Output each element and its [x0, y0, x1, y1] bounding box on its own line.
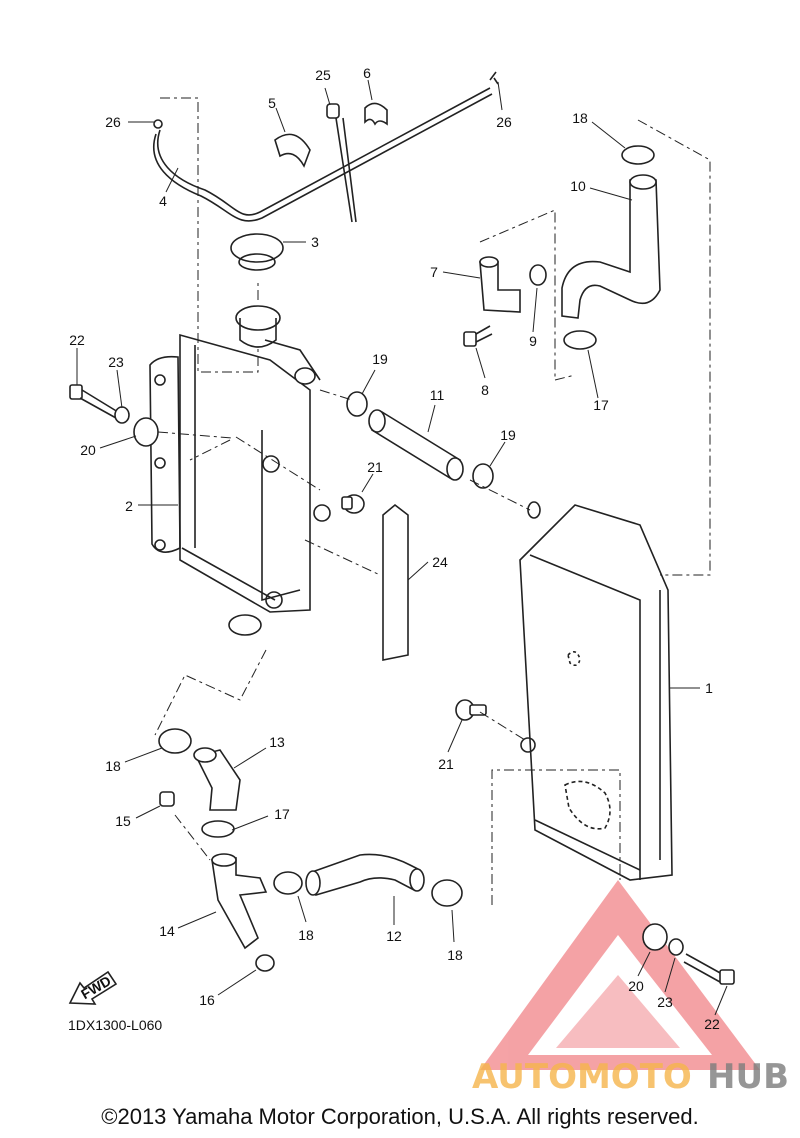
callout-8: 8 [481, 382, 489, 398]
callout-14: 14 [159, 923, 175, 939]
callout-5: 5 [268, 95, 276, 111]
breather-hose [153, 71, 499, 222]
callout-13: 13 [269, 734, 285, 750]
callout-2: 2 [125, 498, 133, 514]
hose-clamp-18-lower-right [431, 879, 463, 907]
radiator-guard-24 [382, 503, 409, 661]
callout-15: 15 [115, 813, 131, 829]
watermark-text-auto: AUTOMOTO [472, 1057, 692, 1097]
bolt-8 [463, 325, 493, 347]
callout-6: 6 [363, 65, 371, 81]
pipe-14 [211, 853, 268, 950]
bolt-21-left [341, 494, 365, 514]
callout-11: 11 [430, 387, 445, 403]
callout-22: 22 [69, 332, 85, 348]
hose-clamp-18-lower-left [158, 728, 192, 754]
hose-clamp-18-lower-mid [273, 871, 303, 895]
hose-clamp-18-top [621, 145, 655, 165]
callout-20: 20 [628, 978, 644, 994]
copyright-notice: ©2013 Yamaha Motor Corporation, U.S.A. A… [101, 1104, 698, 1129]
diagram-code: 1DX1300-L060 [68, 1017, 162, 1033]
callout-18: 18 [447, 947, 463, 963]
bolt-22-right [683, 953, 735, 985]
callout-26: 26 [105, 114, 121, 130]
callout-4: 4 [159, 193, 167, 209]
o-ring-9 [529, 264, 547, 286]
watermark-logo [480, 880, 760, 1070]
callout-18: 18 [572, 110, 588, 126]
damper-20-right [642, 923, 668, 951]
callout-19: 19 [500, 427, 516, 443]
o-ring-16 [255, 954, 275, 972]
callout-10: 10 [570, 178, 586, 194]
hose-clamp-5 [274, 133, 311, 168]
callout-20: 20 [80, 442, 96, 458]
hose-clamp-6 [364, 102, 388, 126]
hose-10 [561, 174, 661, 319]
leader-lines [76, 79, 728, 1016]
routing-lines [154, 97, 711, 905]
callout-17: 17 [593, 397, 609, 413]
callout-9: 9 [529, 333, 537, 349]
water-fitting-7 [479, 256, 521, 313]
bolt-22-left [69, 384, 119, 419]
callout-16: 16 [199, 992, 215, 1008]
callout-22: 22 [704, 1016, 720, 1032]
watermark-text-hub: HUB [707, 1057, 789, 1097]
callout-18: 18 [105, 758, 121, 774]
callout-18: 18 [298, 927, 314, 943]
cable-tie-25 [326, 103, 357, 223]
callout-24: 24 [432, 554, 448, 570]
callout-12: 12 [386, 928, 402, 944]
hose-clamp-19-lower [472, 463, 494, 489]
callout-23: 23 [108, 354, 124, 370]
washer-23-left [114, 406, 130, 424]
callout-19: 19 [372, 351, 388, 367]
callout-25: 25 [315, 67, 331, 83]
forward-direction-arrow: FWD [68, 970, 118, 1005]
hose-11 [368, 409, 464, 481]
radiator-left [149, 305, 331, 636]
callout-1: 1 [705, 680, 713, 696]
callout-7: 7 [430, 264, 438, 280]
radiator-right [519, 501, 673, 881]
hose-clamp-17-upper [563, 330, 597, 350]
callout-26: 26 [496, 114, 512, 130]
hose-12 [305, 853, 425, 897]
callout-21: 21 [367, 459, 383, 475]
callout-3: 3 [311, 234, 319, 250]
hose-clamp-17-lower [201, 820, 235, 838]
bolt-21-right [455, 699, 487, 721]
callout-23: 23 [657, 994, 673, 1010]
washer-23-right [668, 938, 684, 956]
hose-13 [193, 747, 241, 811]
bleed-bolt-15 [159, 791, 175, 807]
radiator-cap [230, 233, 284, 271]
hose-clamp-19-upper [346, 391, 368, 417]
callout-17: 17 [274, 806, 290, 822]
callout-21: 21 [438, 756, 454, 772]
callout-labels: 26 4 25 6 5 26 18 10 3 7 9 8 17 22 23 20… [69, 65, 720, 1032]
damper-20-left [133, 417, 159, 447]
